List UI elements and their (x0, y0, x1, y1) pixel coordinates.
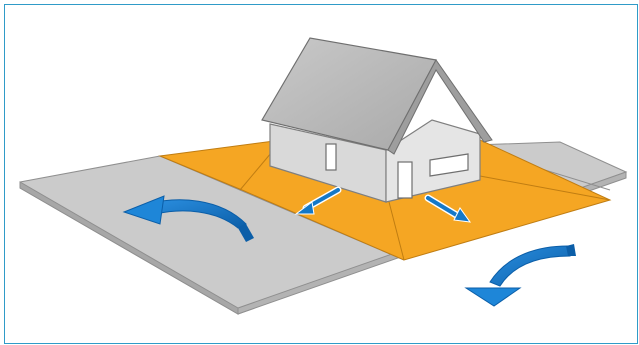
zone-fold-center (387, 197, 405, 261)
curved-arrow-left-tail (238, 224, 254, 242)
curved-arrow-right-body (489, 245, 571, 287)
curved-arrow-left-head (122, 195, 165, 225)
runoff-arrow-left (294, 186, 342, 215)
zone-fold-right (479, 175, 611, 201)
house-roof-trim (387, 59, 493, 155)
house-end-window (429, 153, 469, 177)
house-side-window (325, 143, 337, 171)
curved-arrow-down-right-icon (464, 244, 576, 307)
curved-arrow-right-head (464, 287, 522, 307)
house-door (397, 161, 413, 199)
drainage-arrow-icon (294, 186, 472, 223)
curved-arrow-left-icon (122, 195, 254, 242)
curved-arrow-right-tail (566, 244, 576, 256)
house-icon (261, 37, 493, 203)
runoff-arrow-right (424, 194, 472, 223)
